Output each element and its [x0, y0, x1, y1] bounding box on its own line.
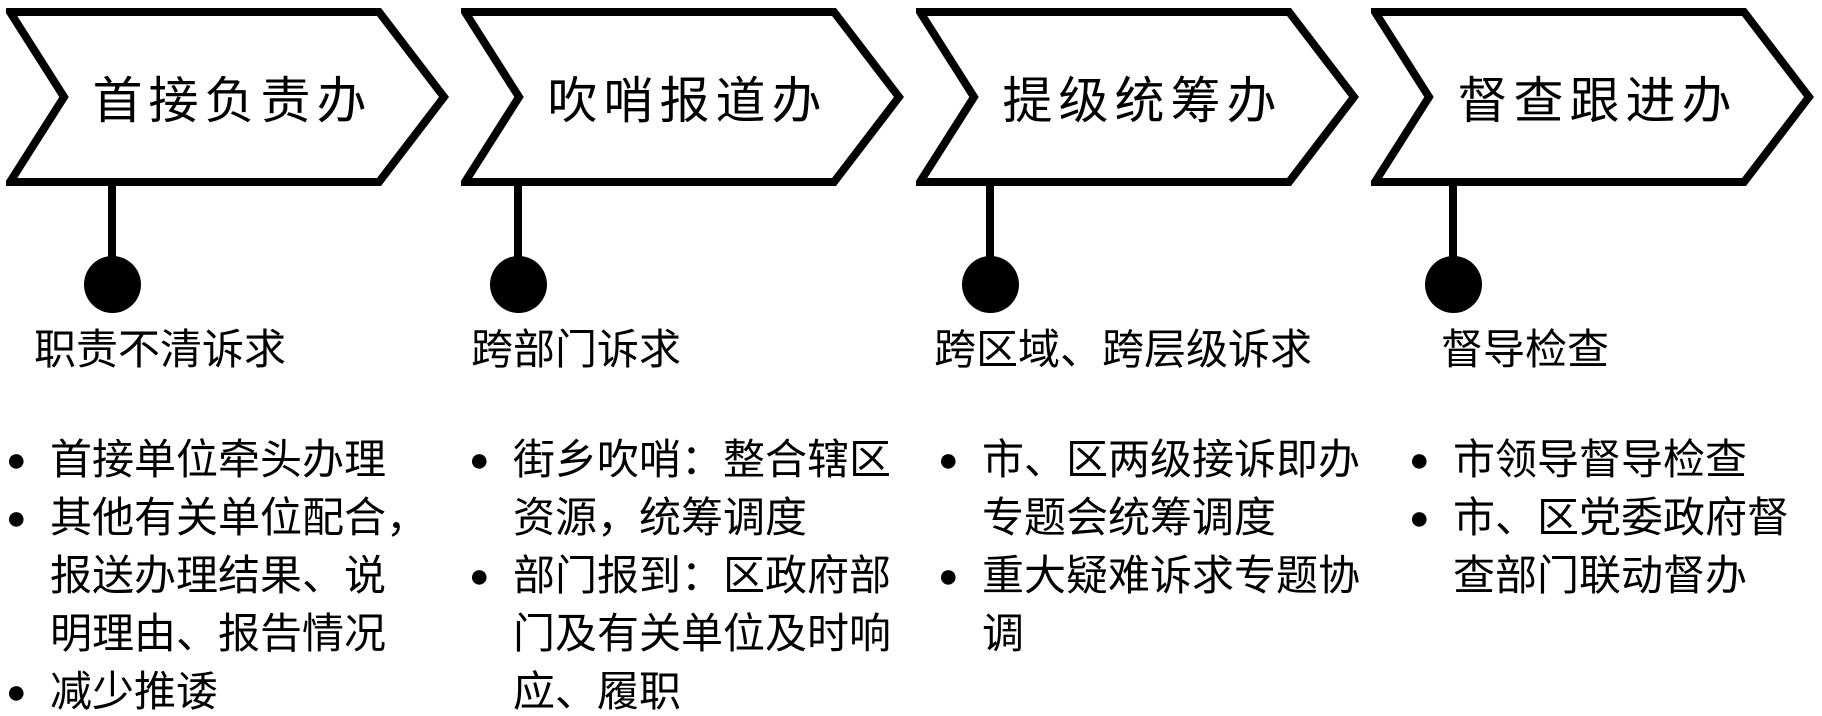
chevron-banner: 首接负责办 [6, 8, 449, 186]
bullet-icon: ● [469, 442, 490, 479]
stage-column-1: 首接负责办 职责不清诉求 ● 首接单位牵头办理 ● 其他有关单位配合， 报送办理… [0, 0, 455, 716]
stage-title: 督查跟进办 [1457, 73, 1738, 129]
detail-item: ● 市领导督导检查 [1409, 432, 1820, 490]
leader-connector [1365, 186, 1820, 324]
connector-dot [84, 256, 141, 313]
detail-text: 市、区两级接诉即办 专题会统筹调度 [982, 438, 1361, 542]
detail-text: 减少推诿 [50, 670, 219, 716]
detail-item: ● 市、区党委政府督 查部门联动督办 [1409, 490, 1820, 606]
bullet-icon: ● [469, 558, 490, 595]
detail-text: 市领导督导检查 [1453, 438, 1748, 484]
category-label: 职责不清诉求 [34, 328, 287, 374]
leader-line [108, 186, 116, 262]
chevron-shape [461, 8, 904, 186]
detail-list: ● 市、区两级接诉即办 专题会统筹调度 ● 重大疑难诉求专题协 调 [910, 432, 1365, 664]
detail-item: ● 市、区两级接诉即办 专题会统筹调度 [938, 432, 1365, 548]
detail-item: ● 街乡吹哨：整合辖区 资源，统筹调度 [469, 432, 910, 548]
leader-connector [455, 186, 910, 324]
stage-title: 提级统筹办 [1002, 73, 1283, 129]
stage-column-4: 督查跟进办 督导检查 ● 市领导督导检查 ● 市、区党委政府督 查部门联动督办 [1365, 0, 1820, 716]
connector-dot [490, 256, 547, 313]
stage-title: 首接负责办 [92, 73, 373, 129]
bullet-icon: ● [1409, 442, 1430, 479]
detail-text: 首接单位牵头办理 [50, 438, 387, 484]
bullet-icon: ● [6, 442, 27, 479]
detail-list: ● 市领导督导检查 ● 市、区党委政府督 查部门联动督办 [1365, 432, 1820, 606]
connector-dot [962, 256, 1019, 313]
chevron-shape [916, 8, 1359, 186]
chevron-polygon [6, 8, 449, 186]
leader-connector [0, 186, 455, 324]
detail-text: 重大疑难诉求专题协 调 [982, 554, 1361, 658]
bullet-icon: ● [6, 500, 27, 537]
detail-text: 市、区党委政府督 查部门联动督办 [1453, 496, 1790, 600]
detail-list: ● 街乡吹哨：整合辖区 资源，统筹调度 ● 部门报到：区政府部 门及有关单位及时… [455, 432, 910, 716]
detail-list: ● 首接单位牵头办理 ● 其他有关单位配合， 报送办理结果、说 明理由、报告情况… [0, 432, 455, 716]
category-label: 督导检查 [1441, 328, 1610, 374]
bullet-icon: ● [938, 558, 959, 595]
detail-text: 其他有关单位配合， 报送办理结果、说 明理由、报告情况 [50, 496, 429, 658]
chevron-banner: 提级统筹办 [916, 8, 1359, 186]
chevron-shape [1371, 8, 1814, 186]
detail-item: ● 重大疑难诉求专题协 调 [938, 548, 1365, 664]
chevron-shape [6, 8, 449, 186]
detail-text: 部门报到：区政府部 门及有关单位及时响 应、履职 [513, 554, 892, 716]
chevron-polygon [916, 8, 1359, 186]
chevron-polygon [1371, 8, 1814, 186]
leader-line [1449, 186, 1457, 262]
detail-item: ● 减少推诿 [6, 664, 455, 716]
connector-dot [1425, 256, 1482, 313]
stage-title: 吹哨报道办 [547, 73, 828, 129]
detail-item: ● 部门报到：区政府部 门及有关单位及时响 应、履职 [469, 548, 910, 716]
detail-item: ● 其他有关单位配合， 报送办理结果、说 明理由、报告情况 [6, 490, 455, 664]
detail-item: ● 首接单位牵头办理 [6, 432, 455, 490]
stage-column-3: 提级统筹办 跨区域、跨层级诉求 ● 市、区两级接诉即办 专题会统筹调度 ● 重大… [910, 0, 1365, 716]
bullet-icon: ● [938, 442, 959, 479]
stage-column-2: 吹哨报道办 跨部门诉求 ● 街乡吹哨：整合辖区 资源，统筹调度 ● 部门报到：区… [455, 0, 910, 716]
category-label: 跨区域、跨层级诉求 [934, 328, 1313, 374]
chevron-banner: 督查跟进办 [1371, 8, 1814, 186]
bullet-icon: ● [1409, 500, 1430, 537]
chevron-banner: 吹哨报道办 [461, 8, 904, 186]
category-label: 跨部门诉求 [471, 328, 682, 374]
leader-line [514, 186, 522, 262]
bullet-icon: ● [6, 674, 27, 711]
leader-connector [910, 186, 1365, 324]
chevron-polygon [461, 8, 904, 186]
detail-text: 街乡吹哨：整合辖区 资源，统筹调度 [513, 438, 892, 542]
leader-line [986, 186, 994, 262]
